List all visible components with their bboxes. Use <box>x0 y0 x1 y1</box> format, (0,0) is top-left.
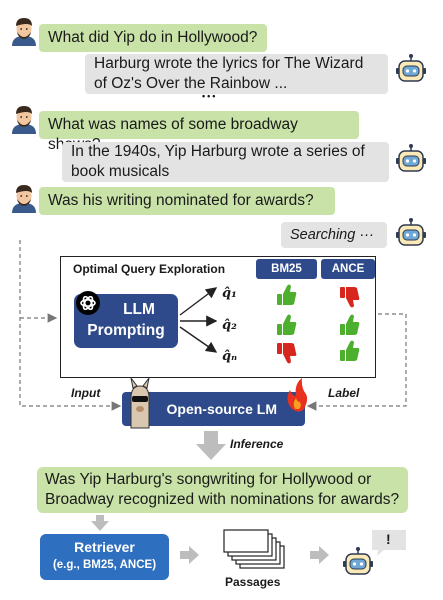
retriever-box: Retriever (e.g., BM25, ANCE) <box>40 534 169 580</box>
bot-message-2-line1: In the 1940s, Yip Harburg wrote a series… <box>71 143 365 160</box>
query-2-label: q̂₂ <box>222 318 237 333</box>
exploration-title: Optimal Query Exploration <box>73 262 226 276</box>
query-1-label: q̂₁ <box>222 286 237 301</box>
inference-label: Inference <box>230 437 284 451</box>
passages-label: Passages <box>225 575 281 589</box>
input-label: Input <box>71 386 101 400</box>
user-message-3: Was his writing nominated for awards? <box>39 187 335 215</box>
llm-label: LLM <box>123 301 155 318</box>
rewritten-query: Was Yip Harburg's songwriting for Hollyw… <box>37 467 408 513</box>
label-label: Label <box>328 386 360 400</box>
bot-message-1: Harburg wrote the lyrics for The Wizard … <box>85 54 388 94</box>
bot-message-1-line2: of Oz's Over the Rainbow ... <box>94 75 288 92</box>
rewritten-query-line1: Was Yip Harburg's songwriting for Hollyw… <box>45 471 372 488</box>
open-source-lm-box: Open-source LM <box>122 392 305 426</box>
bot-message-2: In the 1940s, Yip Harburg wrote a series… <box>62 142 389 182</box>
retriever-title: Retriever <box>74 539 135 555</box>
ellipsis: ••• <box>202 91 218 101</box>
bot-reply-text: ! <box>386 531 391 547</box>
bot-message-2-line2: book musicals <box>71 163 170 180</box>
rewritten-query-line2: Broadway recognized with nominations for… <box>45 491 400 508</box>
bm25-tag: BM25 <box>256 259 317 279</box>
query-n-label: q̂ₙ <box>222 349 238 364</box>
ance-tag: ANCE <box>321 259 375 279</box>
user-message-1: What did Yip do in Hollywood? <box>39 24 267 52</box>
prompting-label: Prompting <box>87 322 165 339</box>
searching-status: Searching ··· <box>281 222 387 248</box>
bot-message-1-line1: Harburg wrote the lyrics for The Wizard <box>94 55 364 72</box>
retriever-examples: (e.g., BM25, ANCE) <box>52 559 157 571</box>
